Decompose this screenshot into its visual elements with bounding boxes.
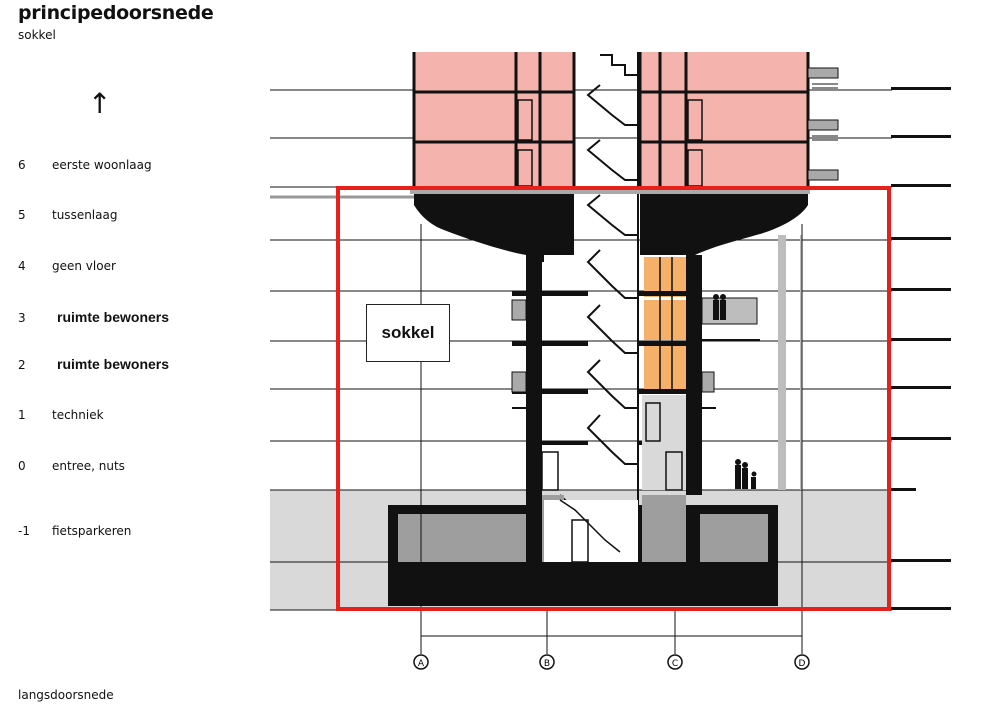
legend-row-1: 1 techniek xyxy=(18,408,104,422)
up-arrow-icon: ↑ xyxy=(88,87,112,120)
svg-text:D: D xyxy=(799,659,806,669)
axis-marker-d: D xyxy=(794,654,810,670)
legend-level: 1 xyxy=(18,408,26,422)
plinth-callout: sokkel xyxy=(366,304,450,362)
core-column-right xyxy=(686,255,702,495)
level-markers xyxy=(891,87,951,610)
dwelling-block-left xyxy=(414,52,574,187)
legend-row-minus1: -1 fietsparkeren xyxy=(18,524,131,538)
grid-lines xyxy=(420,224,803,654)
legend-label: ruimte bewoners xyxy=(57,356,170,372)
legend-label: entree, nuts xyxy=(52,459,125,473)
legend-row-3: 3 ruimte bewoners xyxy=(18,309,169,325)
legend-level: 2 xyxy=(18,358,26,372)
diagram-title: principedoorsnede xyxy=(18,2,214,24)
dwelling-block-right xyxy=(640,52,808,187)
legend-label: geen vloer xyxy=(52,259,116,273)
transfer-slab-left xyxy=(414,192,574,262)
legend-label: techniek xyxy=(52,408,104,422)
resident-space-5 xyxy=(644,257,686,297)
axis-marker-b: B xyxy=(539,654,555,670)
resident-space-2 xyxy=(644,345,686,389)
legend-level: 3 xyxy=(18,311,26,325)
section-caption: langsdoorsnede xyxy=(18,688,114,702)
legend-row-6: 6 eerste woonlaag xyxy=(18,158,152,172)
svg-text:C: C xyxy=(672,659,678,669)
legend-level: 4 xyxy=(18,259,26,273)
svg-text:B: B xyxy=(544,659,550,669)
legend-level: 5 xyxy=(18,208,26,222)
legend-row-0: 0 entree, nuts xyxy=(18,459,125,473)
axis-marker-c: C xyxy=(667,654,683,670)
basement-slab xyxy=(388,562,778,606)
legend-label: tussenlaag xyxy=(52,208,118,222)
legend-level: 0 xyxy=(18,459,26,473)
core-column-left xyxy=(526,255,542,562)
legend-level: 6 xyxy=(18,158,26,172)
legend-row-4: 4 geen vloer xyxy=(18,259,116,273)
people-figures xyxy=(713,294,757,489)
plinth-highlight-frame xyxy=(336,186,891,611)
axis-marker-a: A xyxy=(413,654,429,670)
balconies xyxy=(807,67,839,181)
legend-row-2: 2 ruimte bewoners xyxy=(18,356,169,372)
legend-level: -1 xyxy=(18,524,30,538)
svg-text:A: A xyxy=(418,659,425,669)
diagram-subtitle: sokkel xyxy=(18,28,56,42)
legend-label: fietsparkeren xyxy=(52,524,132,538)
legend-label: eerste woonlaag xyxy=(52,158,152,172)
legend-label: ruimte bewoners xyxy=(57,309,170,325)
transfer-slab-right xyxy=(640,192,808,255)
resident-space-3 xyxy=(644,300,686,340)
legend-row-5: 5 tussenlaag xyxy=(18,208,117,222)
